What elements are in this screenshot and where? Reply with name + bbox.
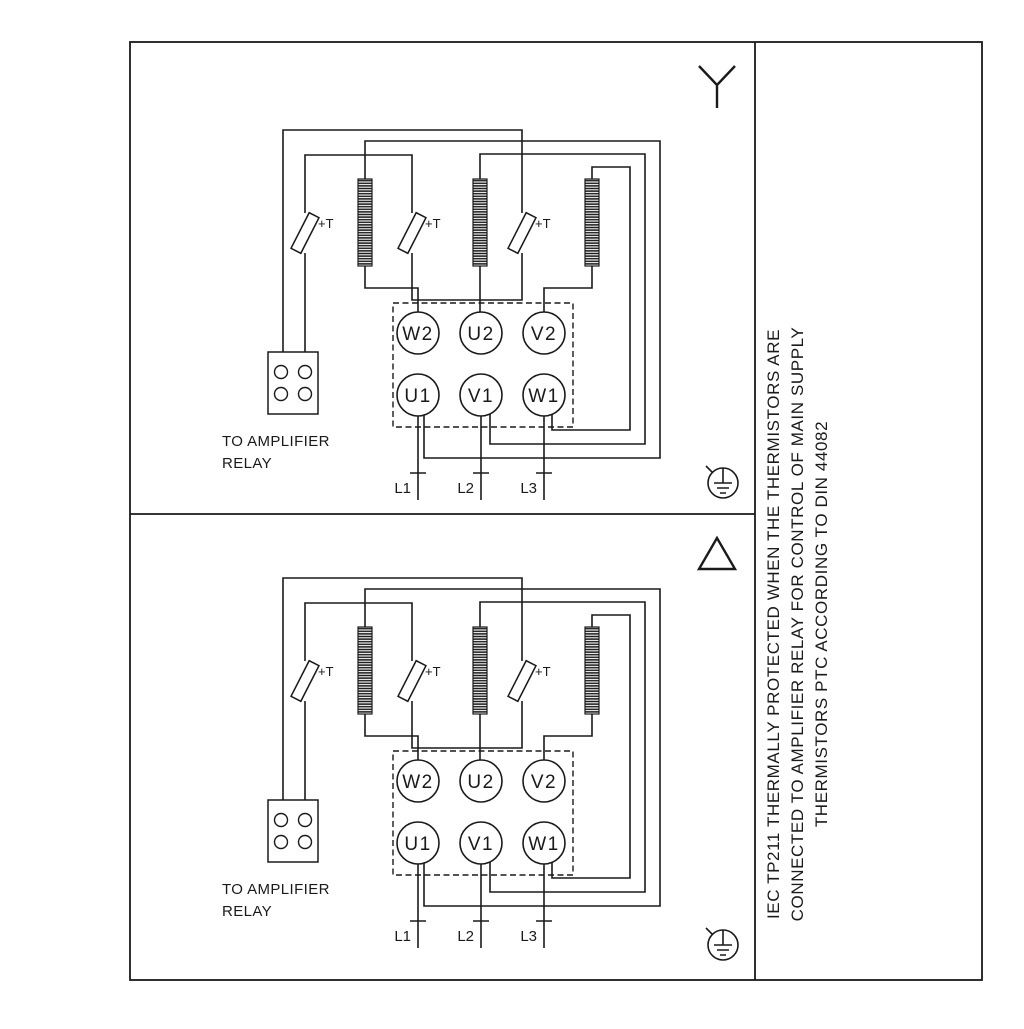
supply-lead-L3	[536, 416, 552, 500]
relay-hole-icon	[273, 386, 289, 402]
supply-leads: L1 L2 L3	[394, 416, 552, 500]
relay-hole-icon	[297, 386, 313, 402]
wire	[304, 602, 413, 661]
winding-coil-icon	[357, 626, 373, 715]
winding-coil-icon	[472, 178, 488, 267]
thermistor-label: +T	[318, 664, 334, 679]
relay-hole-icon	[273, 834, 289, 850]
note-line-3: THERMISTORS PTC ACCORDING TO DIN 44082	[812, 421, 831, 827]
thermistor-label: +T	[425, 664, 441, 679]
ground-icon	[705, 927, 739, 961]
supply-lead-L2	[473, 864, 489, 948]
terminal-W2	[396, 759, 440, 803]
supply-lead-L2	[473, 416, 489, 500]
relay-connector	[267, 351, 319, 415]
relay-hole-icon	[273, 364, 289, 380]
delta-connection-panel: +T +T +T TO AMPLIFIER RELAY W2	[222, 535, 739, 961]
terminal-U1-label: U1	[404, 386, 431, 407]
relay-caption-line1: TO AMPLIFIER	[222, 881, 330, 898]
thermistor-icon: +T	[290, 211, 334, 255]
winding-coil-icon	[584, 178, 600, 267]
diagram-border	[129, 41, 983, 981]
relay-caption-line2: RELAY	[222, 903, 272, 920]
wire	[304, 154, 413, 213]
wire	[364, 266, 419, 312]
supply-lead-L1	[410, 416, 426, 500]
terminal-W1-label: W1	[528, 834, 560, 855]
terminal-U2	[459, 759, 503, 803]
supply-lead-L1	[410, 864, 426, 948]
winding-coil-icon	[357, 178, 373, 267]
supply-label-L1: L1	[394, 480, 411, 497]
supply-label-L1: L1	[394, 928, 411, 945]
wire	[364, 588, 661, 907]
thermistor-label: +T	[318, 216, 334, 231]
terminal-V2-label: V2	[531, 772, 557, 793]
thermistor-icon: +T	[397, 659, 441, 703]
terminal-V1-label: V1	[468, 834, 494, 855]
note-line-2: CONNECTED TO AMPLIFIER RELAY FOR CONTROL…	[788, 327, 807, 922]
wire	[411, 253, 523, 301]
thermistor-icon: +T	[507, 659, 551, 703]
supply-label-L2: L2	[457, 480, 474, 497]
wire	[479, 153, 646, 445]
wire	[479, 601, 646, 893]
thermistor-icon: +T	[507, 211, 551, 255]
relay-caption-line1: TO AMPLIFIER	[222, 433, 330, 450]
terminal-block-outline	[392, 302, 574, 428]
terminal-block-outline	[392, 750, 574, 876]
wire	[364, 714, 419, 760]
relay-hole-icon	[273, 812, 289, 828]
thermistor-label: +T	[535, 216, 551, 231]
supply-label-L3: L3	[520, 928, 537, 945]
relay-caption-line2: RELAY	[222, 455, 272, 472]
terminal-U2	[459, 311, 503, 355]
sidebar-note: IEC TP211 THERMALLY PROTECTED WHEN THE T…	[764, 327, 831, 922]
supply-leads: L1 L2 L3	[394, 864, 552, 948]
terminal-V2	[522, 759, 566, 803]
terminal-U2-label: U2	[467, 324, 494, 345]
note-line-1: IEC TP211 THERMALLY PROTECTED WHEN THE T…	[764, 329, 783, 919]
delta-icon	[696, 535, 738, 571]
terminal-W2-label: W2	[402, 324, 434, 345]
terminal-V1-label: V1	[468, 386, 494, 407]
relay-hole-icon	[297, 834, 313, 850]
terminal-W1-label: W1	[528, 386, 560, 407]
winding-coil-icon	[584, 626, 600, 715]
terminal-U1-label: U1	[404, 834, 431, 855]
terminal-V2	[522, 311, 566, 355]
ground-icon	[705, 465, 739, 499]
thermistor-label: +T	[425, 216, 441, 231]
star-icon	[698, 65, 736, 108]
relay-connector	[267, 799, 319, 863]
supply-lead-L3	[536, 864, 552, 948]
terminal-W2	[396, 311, 440, 355]
terminal-W2-label: W2	[402, 772, 434, 793]
relay-hole-icon	[297, 364, 313, 380]
wire	[543, 266, 593, 312]
star-connection-panel: +T +T +T TO AMPLIFIER RELAY W2	[222, 65, 739, 500]
wire	[282, 577, 523, 814]
terminal-block: W2 U2 V2 U1 V1 W1	[392, 750, 574, 876]
terminal-V2-label: V2	[531, 324, 557, 345]
supply-label-L2: L2	[457, 928, 474, 945]
winding-coil-icon	[472, 626, 488, 715]
thermistor-label: +T	[535, 664, 551, 679]
thermistor-icon: +T	[290, 659, 334, 703]
wire	[543, 714, 593, 760]
terminal-block: W2 U2 V2 U1 V1 W1	[392, 302, 574, 428]
wire	[282, 129, 523, 366]
thermistor-icon: +T	[397, 211, 441, 255]
wire	[364, 140, 661, 459]
terminal-U2-label: U2	[467, 772, 494, 793]
supply-label-L3: L3	[520, 480, 537, 497]
wire	[411, 701, 523, 749]
relay-hole-icon	[297, 812, 313, 828]
